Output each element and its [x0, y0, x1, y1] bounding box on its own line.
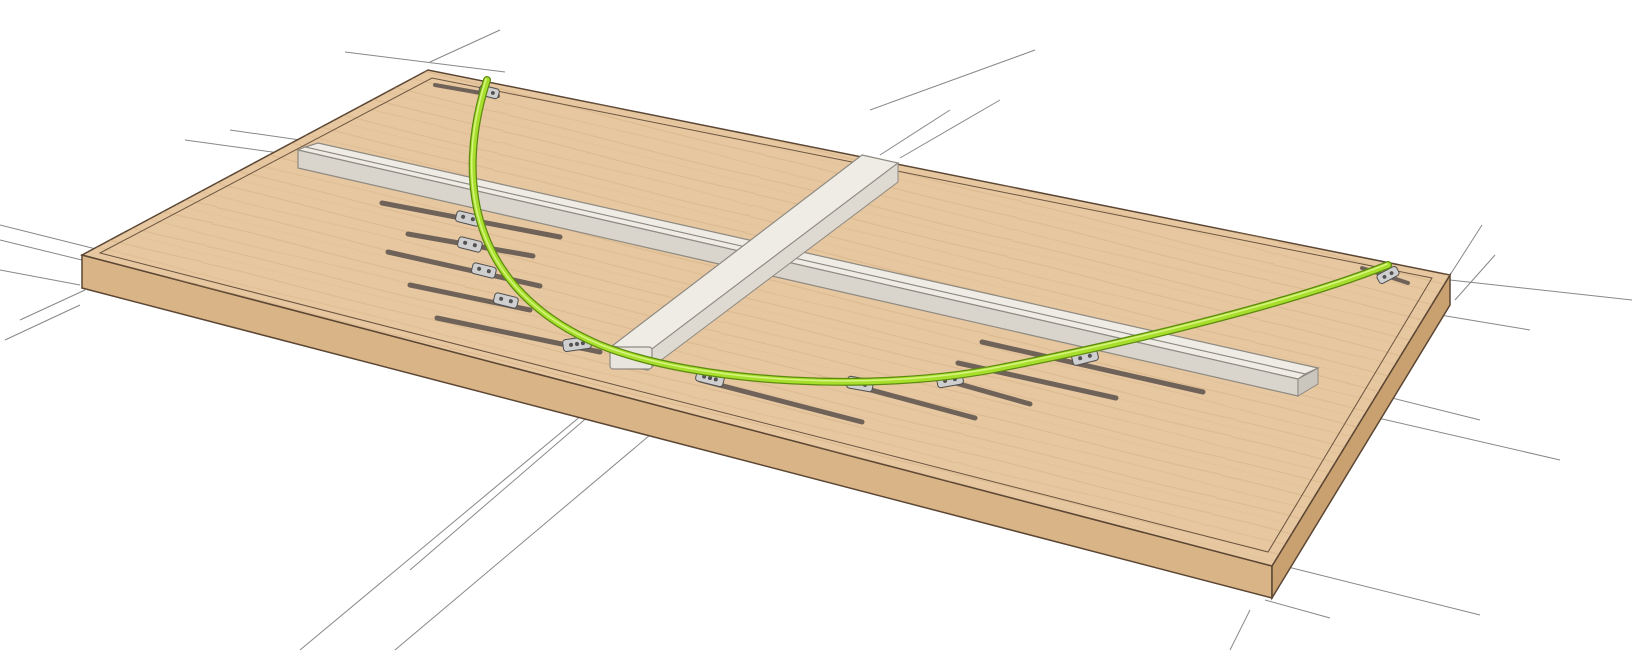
- cross-bars: [296, 142, 1320, 397]
- slot: [697, 377, 865, 425]
- clamp: [1376, 265, 1400, 285]
- clamp: [455, 210, 481, 227]
- clamp: [457, 236, 483, 253]
- clamp: [493, 292, 519, 309]
- board-inner-border: [98, 77, 1433, 553]
- construction-lines: [0, 29, 1632, 651]
- clamp: [471, 262, 497, 279]
- bent-lath: [468, 76, 1392, 386]
- slot: [979, 339, 1206, 395]
- wooden-board: [79, 69, 1452, 601]
